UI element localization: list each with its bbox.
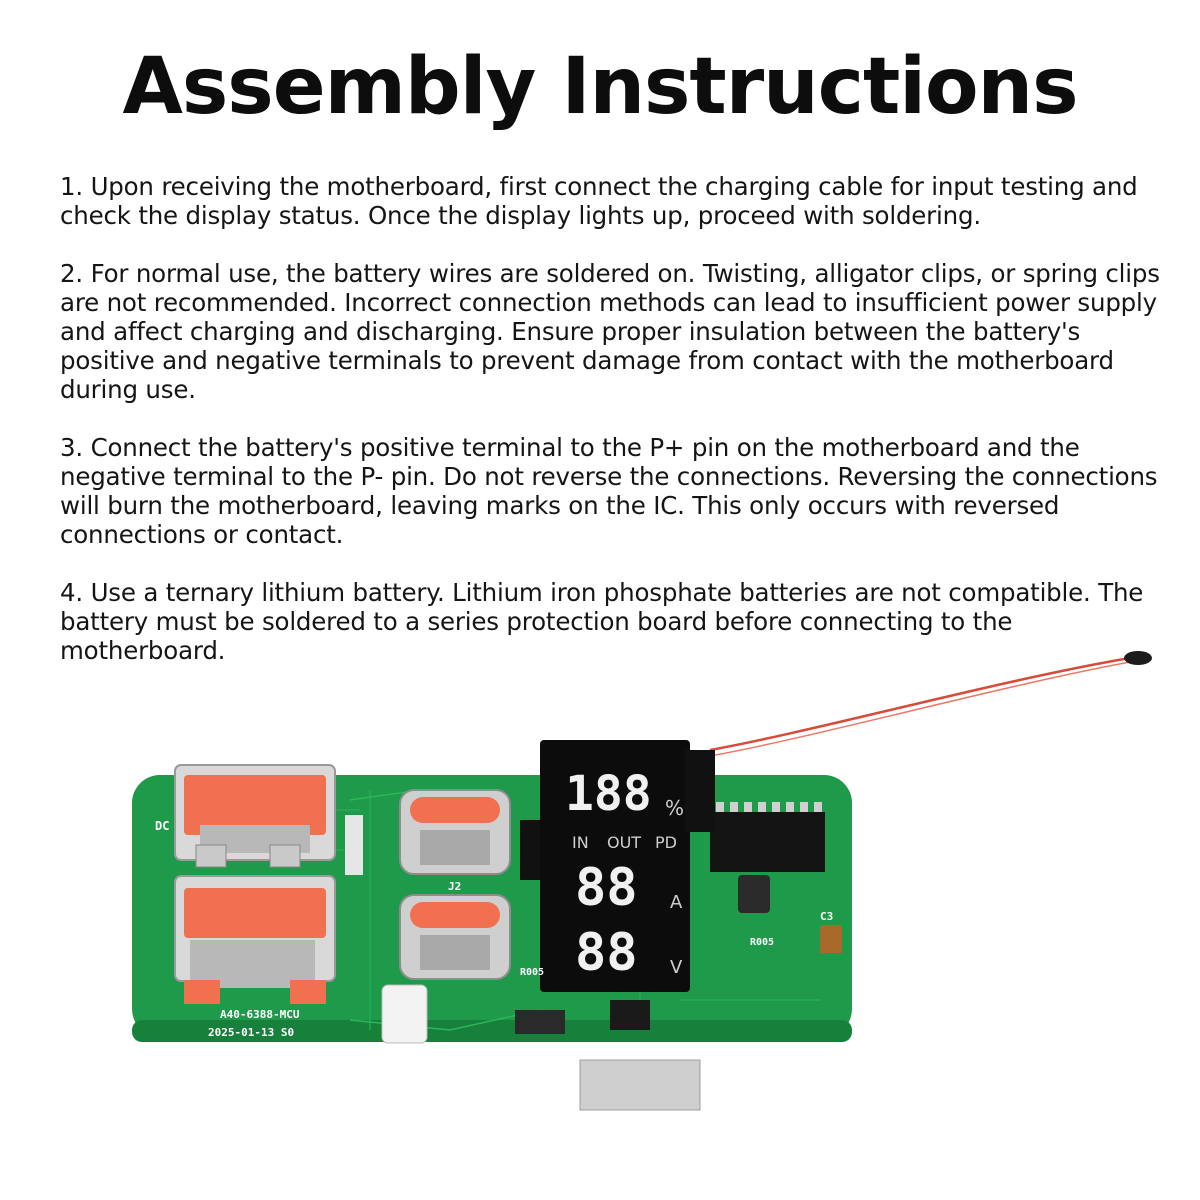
pcb-board-photo: 188 % IN OUT PD 88 A 88 V DC J2 C3 R005 … [132, 651, 1152, 1111]
instruction-list: 1. Upon receiving the motherboard, first… [60, 172, 1160, 694]
instruction-step-2: 2. For normal use, the battery wires are… [60, 259, 1160, 404]
digital-display: 188 % IN OUT PD 88 A 88 V [540, 740, 715, 992]
display-percent: % [665, 796, 684, 820]
display-digits-top: 188 [565, 766, 652, 822]
push-button [738, 875, 770, 913]
silkscreen-date: 2025-01-13 S0 [208, 1026, 294, 1039]
silkscreen-r005-b: R005 [750, 937, 774, 948]
battery-connector [579, 1059, 701, 1111]
component-sticker [345, 815, 363, 875]
instruction-step-1: 1. Upon receiving the motherboard, first… [60, 172, 1138, 230]
capacitor [381, 984, 428, 1044]
instruction-step-3: 3. Connect the battery's positive termin… [60, 433, 1158, 549]
page-title: Assembly Instructions [122, 42, 1078, 132]
ic-soic [710, 812, 825, 872]
usb-a-port-bottom [174, 875, 336, 1004]
usb-a-port-top [174, 764, 336, 868]
silkscreen-c3: C3 [820, 910, 833, 923]
display-label-pd: PD [655, 833, 677, 852]
thermistor-probe [1124, 651, 1152, 665]
display-label-in: IN [572, 833, 589, 852]
display-unit-v: V [670, 957, 683, 978]
display-unit-a: A [670, 892, 683, 913]
usb-c-port-top [399, 789, 511, 875]
display-digits-mid: 88 [575, 858, 638, 918]
instruction-step-4: 4. Use a ternary lithium battery. Lithiu… [60, 578, 1144, 665]
usb-c-port-bottom [399, 894, 511, 980]
thermistor-wire [709, 651, 1152, 757]
silkscreen-dc: DC [155, 819, 169, 833]
inductor [515, 1010, 565, 1034]
silkscreen-r005-a: R005 [520, 967, 544, 978]
silkscreen-j2: J2 [448, 880, 461, 893]
display-label-out: OUT [607, 833, 641, 852]
silkscreen-model: A40-6388-MCU [220, 1008, 300, 1021]
display-digits-bottom: 88 [575, 923, 638, 983]
